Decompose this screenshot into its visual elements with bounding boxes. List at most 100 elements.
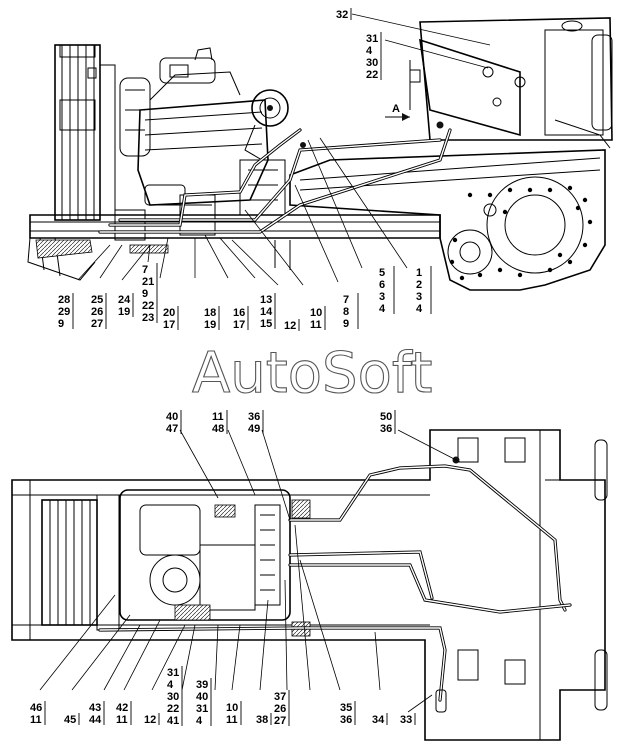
callout-number: 29 bbox=[58, 306, 70, 318]
callout-number: 31 bbox=[167, 667, 179, 679]
callout-number: 50 bbox=[380, 411, 392, 423]
bolt bbox=[575, 205, 581, 211]
bolt bbox=[517, 272, 523, 278]
callout-number: 27 bbox=[91, 318, 103, 330]
bolt bbox=[587, 219, 593, 225]
view-marker-label: A bbox=[392, 103, 400, 115]
callout-number: 18 bbox=[204, 307, 216, 319]
callout-number: 42 bbox=[116, 702, 128, 714]
engine-plan bbox=[119, 489, 291, 621]
bolt bbox=[567, 185, 573, 191]
fuel-lines-side bbox=[98, 121, 452, 234]
callout-number: 12 bbox=[284, 320, 296, 332]
bolt bbox=[449, 259, 455, 265]
callout-number: 6 bbox=[379, 279, 385, 291]
radiator bbox=[54, 44, 116, 221]
callout-number: 16 bbox=[233, 307, 245, 319]
callout-number: 31 bbox=[366, 33, 378, 45]
callout-number: 19 bbox=[204, 319, 216, 331]
callout-number: 4 bbox=[167, 679, 174, 691]
radiator-plan bbox=[41, 494, 120, 631]
callout-number: 32 bbox=[336, 9, 348, 21]
callout-number: 15 bbox=[260, 318, 272, 330]
callout-b45: 45 bbox=[64, 713, 80, 726]
callout-number: 36 bbox=[380, 423, 392, 435]
callout-number: 11 bbox=[226, 714, 238, 726]
callout-t7b: 789 bbox=[343, 293, 359, 330]
callout-number: 9 bbox=[58, 318, 64, 330]
bolt bbox=[452, 237, 458, 243]
callout-number: 26 bbox=[91, 306, 103, 318]
callout-number: 35 bbox=[340, 702, 352, 714]
bolt bbox=[547, 267, 553, 273]
bolt bbox=[467, 192, 473, 198]
callout-number: 41 bbox=[167, 715, 179, 727]
callout-number: 30 bbox=[366, 57, 378, 69]
bolt bbox=[582, 197, 588, 203]
leader-lines-top bbox=[77, 13, 491, 286]
bolt bbox=[582, 242, 588, 248]
callout-t32: 32 bbox=[336, 8, 352, 21]
callout-number: 19 bbox=[118, 306, 130, 318]
callout-number: 2 bbox=[416, 279, 422, 291]
callout-number: 13 bbox=[260, 294, 272, 306]
bolt bbox=[477, 272, 483, 278]
callout-b33: 33 bbox=[400, 713, 416, 726]
callout-number: 8 bbox=[343, 306, 349, 318]
callout-number: 4 bbox=[416, 303, 423, 315]
turbocharger bbox=[239, 89, 289, 216]
callout-number: 14 bbox=[260, 306, 273, 318]
callout-number: 49 bbox=[248, 423, 260, 435]
callout-number: 20 bbox=[163, 307, 175, 319]
callout-number: 17 bbox=[163, 319, 175, 331]
callout-number: 7 bbox=[343, 294, 349, 306]
bolt bbox=[547, 187, 553, 193]
callout-number: 37 bbox=[274, 691, 286, 703]
callout-number: 17 bbox=[233, 319, 245, 331]
fuel-tank bbox=[409, 17, 613, 149]
callout-number: 22 bbox=[167, 703, 179, 715]
callout-number: 4 bbox=[366, 45, 373, 57]
bolt-pattern bbox=[449, 185, 593, 281]
bolt bbox=[497, 267, 503, 273]
callout-number: 11 bbox=[30, 714, 42, 726]
callout-number: 11 bbox=[212, 411, 224, 423]
callout-number: 5 bbox=[379, 267, 385, 279]
callout-number: 4 bbox=[379, 303, 386, 315]
callout-b34: 34 bbox=[372, 713, 388, 726]
callout-number: 7 bbox=[142, 264, 148, 276]
plan-frame bbox=[11, 429, 608, 741]
callout-number: 22 bbox=[142, 300, 154, 312]
side-view: A bbox=[27, 13, 613, 291]
callout-b12: 12 bbox=[144, 713, 160, 726]
callout-number: 1 bbox=[416, 267, 422, 279]
callout-number: 10 bbox=[226, 702, 238, 714]
callout-number: 3 bbox=[379, 291, 385, 303]
callout-number: 47 bbox=[166, 423, 178, 435]
callout-number: 39 bbox=[196, 679, 208, 691]
view-arrow-a bbox=[385, 113, 410, 121]
callout-number: 4 bbox=[196, 715, 203, 727]
callout-number: 28 bbox=[58, 294, 70, 306]
callout-number: 9 bbox=[142, 288, 148, 300]
